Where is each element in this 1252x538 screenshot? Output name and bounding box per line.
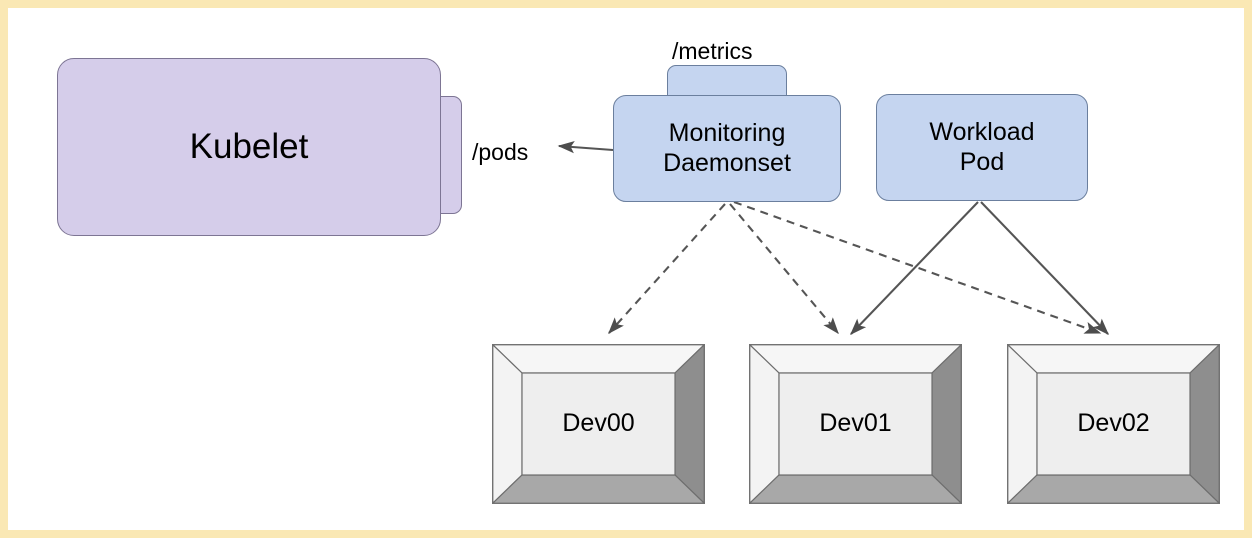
monitoring-daemonset-label: Monitoring Daemonset (663, 119, 791, 177)
workload-pod-label: Workload Pod (929, 118, 1035, 176)
edge-monitoring-to-kubelet (557, 140, 614, 154)
edge-monitoring-to-dev01 (729, 203, 839, 335)
monitoring-daemonset-node[interactable]: Monitoring Daemonset (613, 65, 841, 202)
diagram-canvas: Kubelet /pods /metrics Monitoring Daemon… (8, 8, 1244, 530)
device-node-dev01[interactable]: Dev01 (749, 344, 962, 504)
workload-pod-node[interactable]: Workload Pod (876, 94, 1088, 201)
edge-workload-to-dev02 (980, 201, 1109, 336)
device-frame-icon (1007, 344, 1220, 504)
edge-monitoring-to-dev02 (733, 201, 1102, 334)
device-frame-icon (749, 344, 962, 504)
edge-workload-to-dev01 (850, 201, 979, 336)
edge-monitoring-to-dev00 (608, 203, 726, 335)
monitoring-daemonset-box[interactable]: Monitoring Daemonset (613, 95, 841, 202)
metrics-edge-label: /metrics (672, 38, 753, 64)
pods-edge-label: /pods (472, 139, 529, 165)
device-node-dev00[interactable]: Dev00 (492, 344, 705, 504)
kubelet-label: Kubelet (189, 127, 309, 167)
kubelet-box[interactable]: Kubelet (57, 58, 441, 236)
device-node-dev02[interactable]: Dev02 (1007, 344, 1220, 504)
kubelet-node[interactable]: Kubelet (57, 58, 463, 243)
device-frame-icon (492, 344, 705, 504)
